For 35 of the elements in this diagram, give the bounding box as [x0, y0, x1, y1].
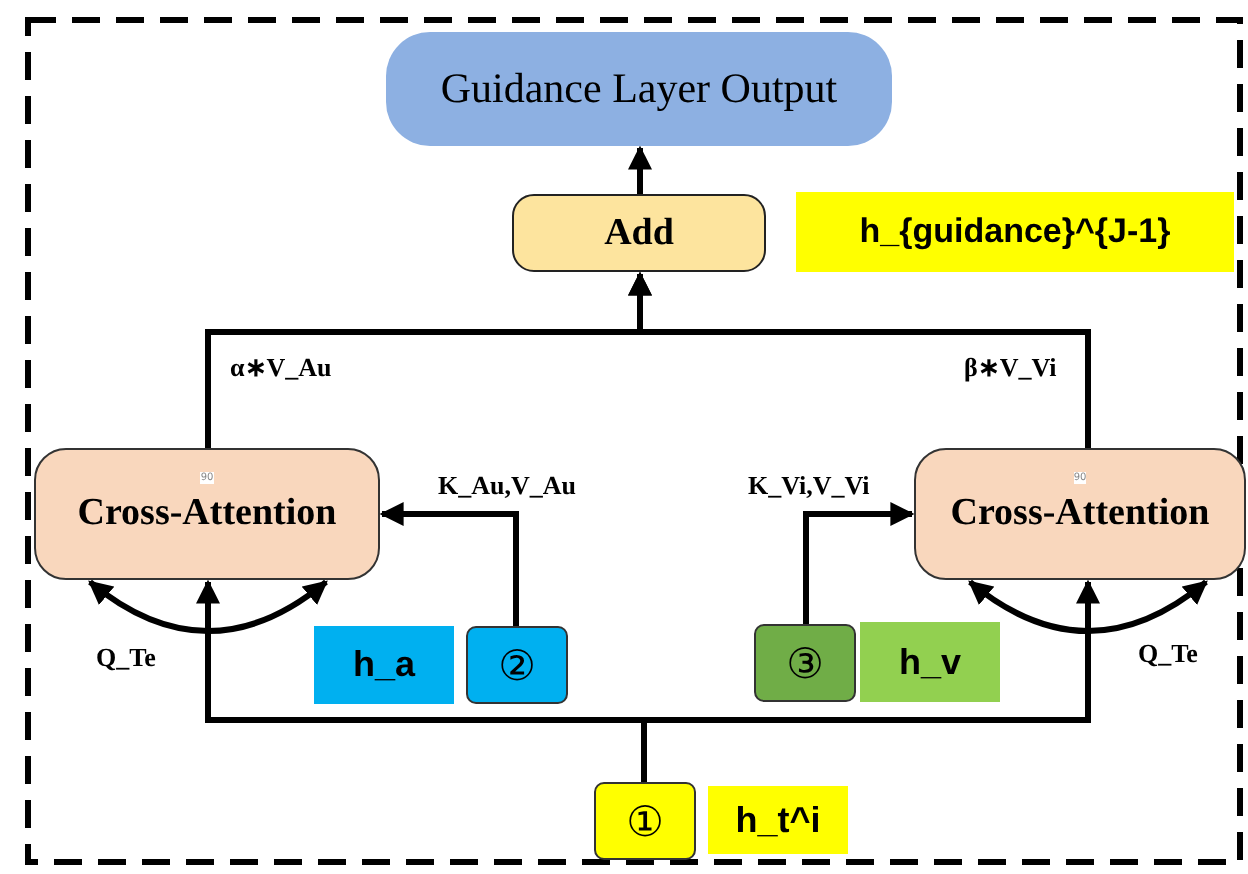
number-box — [466, 626, 568, 704]
node-text: ③ — [786, 639, 824, 687]
edge-label: K_Au,V_Au — [436, 472, 578, 501]
input-label-box — [860, 622, 1000, 702]
arrow — [628, 145, 652, 194]
input-label-box — [708, 786, 848, 854]
node-text: Cross-Attention — [950, 492, 1210, 536]
output-box — [386, 32, 892, 146]
arrow — [641, 579, 1100, 782]
node-text: Guidance Layer Output — [440, 64, 838, 114]
node-text: h_v — [898, 641, 962, 683]
attention-box — [34, 448, 380, 580]
number-box — [754, 624, 856, 702]
input-label-box — [314, 626, 454, 704]
node-text: ① — [626, 797, 664, 845]
curved-double-arrow — [968, 579, 1208, 634]
process-box — [512, 194, 766, 272]
number-box — [594, 782, 696, 860]
curved-double-arrow — [88, 579, 328, 634]
highlight-box — [796, 192, 1234, 272]
edge-label: Q_Te — [94, 644, 158, 673]
edge-label: Q_Te — [1136, 640, 1200, 669]
attention-box — [914, 448, 1246, 580]
arrow — [379, 502, 519, 626]
edge-label: β∗V_Vi — [962, 354, 1059, 383]
node-text: Cross-Attention — [77, 492, 337, 536]
arrow — [628, 271, 1091, 448]
node-text: Add — [604, 211, 674, 255]
arrow — [803, 502, 915, 624]
node-text: h_t^i — [735, 799, 821, 841]
edge-label: α∗V_Au — [228, 354, 334, 383]
edge-label: K_Vi,V_Vi — [746, 472, 872, 501]
node-text: ② — [498, 641, 536, 689]
node-text: h_{guidance}^{J-1} — [859, 212, 1171, 252]
node-text: h_a — [352, 644, 416, 686]
